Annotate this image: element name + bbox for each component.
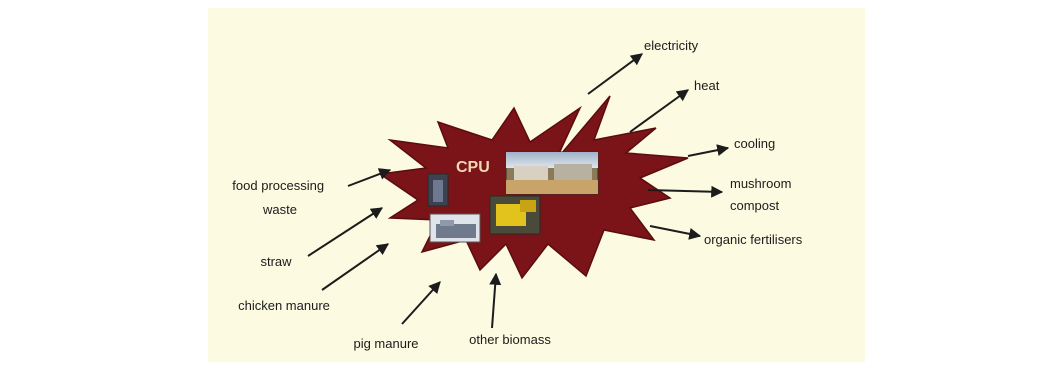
label-line: cooling (734, 136, 775, 151)
arrow-mushroom (647, 185, 724, 198)
label-line: waste (262, 202, 297, 217)
label-line: mushroom (730, 176, 791, 191)
arrow-fertilisers (649, 225, 702, 240)
diagram-panel: CPU (8, 8, 1049, 362)
arrow-pig (401, 281, 441, 325)
arrow-other (489, 272, 502, 329)
machinery-photo-icon (489, 195, 541, 235)
arrow-heat (629, 89, 689, 133)
label-line: straw (260, 254, 292, 269)
label-straw: straw (260, 254, 292, 269)
label-line: pig manure (353, 336, 418, 351)
cpu-label: CPU (456, 159, 490, 176)
label-pig-manure: pig manure (353, 336, 418, 351)
label-line: heat (694, 78, 720, 93)
label-line: other biomass (469, 332, 551, 347)
label-line: compost (730, 198, 780, 213)
arrow-straw (307, 207, 384, 257)
label-electricity: electricity (644, 38, 699, 53)
plant-photo-icon (505, 151, 599, 195)
cpu-flow-diagram: CPU (208, 8, 865, 362)
arrow-electricity (587, 53, 643, 95)
label-chicken-manure: chicken manure (238, 298, 330, 313)
building-photo-icon (429, 213, 481, 243)
arrow-food (347, 168, 392, 187)
label-line: food processing (232, 178, 324, 193)
label-food-processing-waste: food processing waste (232, 178, 327, 217)
label-line: chicken manure (238, 298, 330, 313)
label-heat: heat (694, 78, 720, 93)
label-mushroom-compost: mushroom compost (730, 176, 795, 213)
label-organic-fertilisers: organic fertilisers (704, 232, 803, 247)
arrow-chicken (321, 243, 389, 291)
label-other-biomass: other biomass (469, 332, 551, 347)
label-cooling: cooling (734, 136, 775, 151)
label-line: organic fertilisers (704, 232, 803, 247)
label-line: electricity (644, 38, 699, 53)
digester-photo-icon (427, 173, 449, 207)
arrow-cooling (687, 144, 730, 157)
